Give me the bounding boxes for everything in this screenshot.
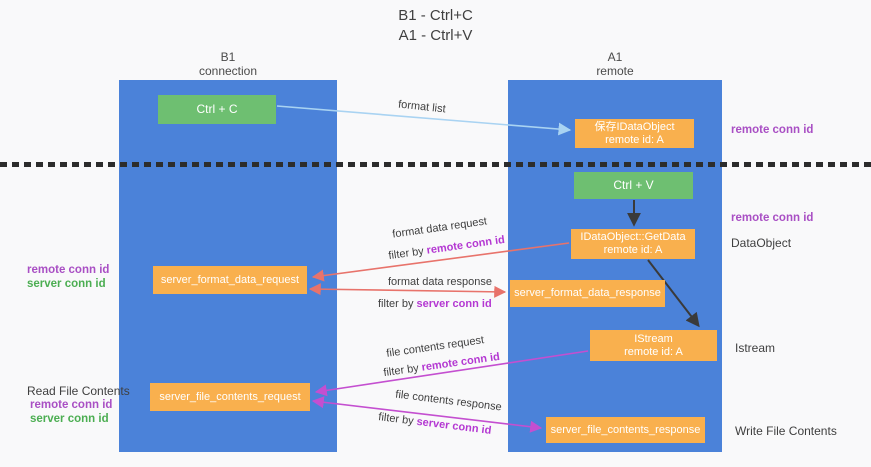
server-file-contents-response-label: server_file_contents_response <box>550 423 701 436</box>
getdata-to-istream-arrow <box>647 259 700 328</box>
getdata-line2: remote id: A <box>603 244 663 256</box>
istream-side-label: Istream <box>735 341 776 355</box>
dataobject-label: DataObject <box>731 236 792 250</box>
istream-box: IStream remote id: A <box>590 330 717 361</box>
lifeline-b1-role: connection <box>198 64 258 78</box>
save-idataobject-box: 保存IDataObject remote id: A <box>575 119 694 148</box>
server-format-data-response-box: server_format_data_response <box>510 280 665 307</box>
ctrl-c-box: Ctrl + C <box>158 95 276 124</box>
server-conn-id-label-left2: server conn id <box>30 413 109 425</box>
title-line-1: B1 - Ctrl+C <box>398 7 473 24</box>
server-format-data-response-label: server_format_data_response <box>514 287 661 299</box>
file-contents-response-arrow <box>311 396 543 433</box>
remote-conn-id-label-left2: remote conn id <box>30 399 113 411</box>
format-data-response-arrow <box>308 283 507 298</box>
lifeline-b1-name: B1 <box>220 50 236 64</box>
write-file-contents-label: Write File Contents <box>735 424 837 438</box>
lifeline-a1-name: A1 <box>607 50 623 64</box>
remote-conn-id-label-top: remote conn id <box>731 124 814 136</box>
format-list-arrow <box>276 105 572 136</box>
server-file-contents-response-box: server_file_contents_response <box>546 417 705 443</box>
server-conn-id-highlight: server conn id <box>416 298 492 310</box>
filter-by-text: filter by <box>378 298 414 310</box>
format-data-request-arrow <box>311 242 570 282</box>
format-data-response-label: format data response <box>388 276 492 288</box>
ctrl-v-box: Ctrl + V <box>574 172 693 199</box>
istream-line1: IStream <box>634 332 673 345</box>
server-format-data-request-box: server_format_data_request <box>153 266 307 294</box>
ctrl-v-label: Ctrl + V <box>613 178 654 192</box>
read-file-contents-label: Read File Contents <box>27 384 130 398</box>
save-idataobject-line1: 保存IDataObject <box>594 120 675 133</box>
save-idataobject-line2: remote id: A <box>605 133 664 146</box>
diagram-title: B1 - Ctrl+C A1 - Ctrl+V <box>0 6 871 46</box>
title-line-2: A1 - Ctrl+V <box>398 27 473 44</box>
lifeline-header-a1: A1 remote <box>508 50 722 78</box>
server-file-contents-request-box: server_file_contents_request <box>150 383 310 411</box>
istream-line2: remote id: A <box>624 345 683 358</box>
file-contents-request-arrow <box>314 350 589 397</box>
server-format-data-request-label: server_format_data_request <box>160 273 300 286</box>
phase-separator-dashed-line <box>0 162 871 167</box>
server-conn-id-label-left1: server conn id <box>27 278 106 290</box>
idataobject-getdata-box: IDataObject::GetData remote id: A <box>571 229 695 259</box>
remote-conn-id-label-left1: remote conn id <box>27 264 110 276</box>
ctrl-c-label: Ctrl + C <box>196 102 238 116</box>
lifeline-header-b1: B1 connection <box>119 50 337 78</box>
remote-conn-id-label-mid: remote conn id <box>731 212 814 224</box>
getdata-line1: IDataObject::GetData <box>580 231 686 243</box>
lifeline-a1-role: remote <box>596 64 634 78</box>
server-file-contents-request-label: server_file_contents_request <box>159 390 301 403</box>
